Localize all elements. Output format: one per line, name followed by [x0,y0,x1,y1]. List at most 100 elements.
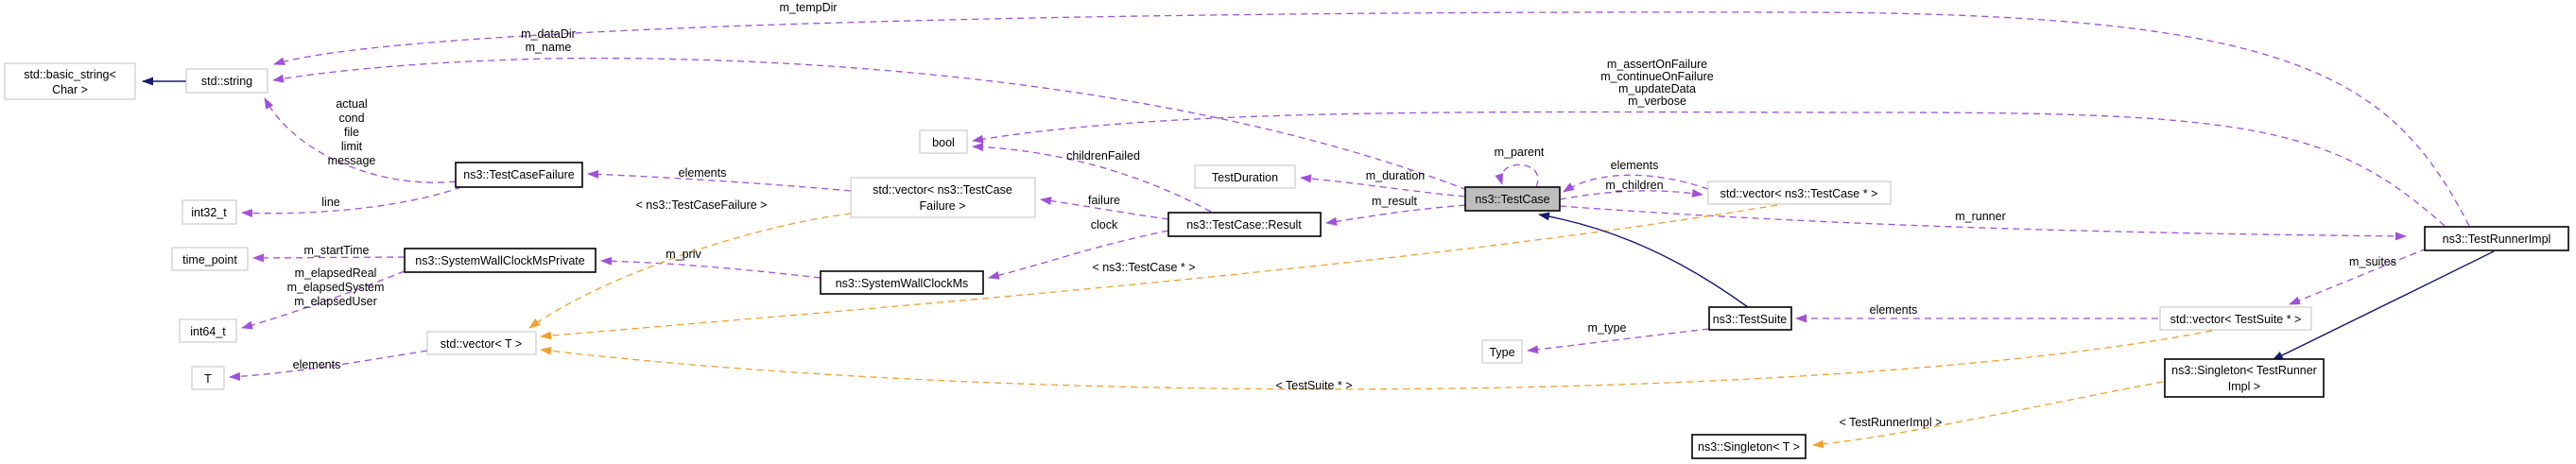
node-label: std::basic_string< [24,68,116,81]
node-int32-t[interactable]: int32_t [182,199,237,225]
edge-elapsed-to-int64 [241,270,406,330]
node-label: std::vector< TestSuite * > [2170,313,2302,326]
node-ns3-singleton-t[interactable]: ns3::Singleton< T > [1691,434,1807,459]
node-label: ns3::SystemWallClockMs [836,277,969,290]
node-label: ns3::TestCaseFailure [463,168,574,181]
edge-label-failure-field: file [344,126,359,139]
node-label: Char > [52,83,88,96]
edge-label-template-arg: < ns3::TestCase * > [1092,261,1195,274]
node-label: std::vector< ns3::TestCase [873,183,1012,197]
edge-label-runner-flag: m_continueOnFailure [1600,70,1714,83]
edge-template-singleton [1812,381,2164,449]
edge-label-suites: m_suites [2349,255,2396,268]
edge-label-line: line [321,196,340,209]
edge-template-vector-tc-ptr [540,204,1778,340]
edge-label-failure-field: cond [338,112,364,125]
edge-label-elements: elements [293,358,341,371]
node-int64-t[interactable]: int64_t [179,318,237,343]
node-std-vector-t[interactable]: std::vector< T > [426,331,537,355]
edge-label-mpriv: m_priv [666,248,701,261]
edge-clock-to-swcms [988,230,1169,280]
edge-label-failure-field: actual [336,97,367,111]
edge-label-datadir: m_dataDir [521,27,576,41]
node-label: Type [1489,346,1514,359]
node-label: T [204,372,212,386]
node-testduration[interactable]: TestDuration [1194,164,1296,189]
node-t[interactable]: T [191,366,225,390]
edge-label-elapsed: m_elapsedSystem [287,281,385,294]
edge-label-duration: m_duration [1366,169,1426,182]
node-std-string[interactable]: std::string [185,68,268,94]
edge-parent-selfloop [1495,163,1539,188]
edge-elements-to-testcase [1563,174,1709,193]
edge-label-elements: elements [1611,159,1659,172]
node-ns3-testrunnerimpl[interactable]: ns3::TestRunnerImpl [2424,226,2569,251]
edge-label-runner-flag: m_updateData [1618,82,1696,95]
edge-label-type: m_type [1588,321,1627,335]
node-ns3-singleton-testrunnerimpl[interactable]: ns3::Singleton< TestRunner Impl > [2164,358,2325,398]
edge-datadir-to-string [272,57,1468,191]
node-label: Impl > [2228,380,2260,393]
edge-label-runner: m_runner [1955,210,2006,223]
edge-label-elements: elements [679,166,727,180]
edge-label-tempdir: m_tempDir [779,1,837,14]
edges [142,11,2495,449]
node-label: bool [932,136,955,149]
edge-starttime-to-timepoint [252,253,406,263]
edge-suites [2289,248,2428,305]
node-label: ns3::Singleton< T > [1698,440,1800,454]
edge-label-childrenfailed: childrenFailed [1066,149,1140,163]
node-std-vector-testsuite-ptr[interactable]: std::vector< TestSuite * > [2159,306,2312,331]
edge-label-children: m_children [1605,179,1663,192]
node-ns3-testcase[interactable]: ns3::TestCase [1464,186,1561,212]
edge-label-result: m_result [1372,195,1417,208]
edge-failure-fields-to-string [264,97,457,183]
node-label: Failure > [920,199,966,213]
edge-label-failure-field: message [328,154,376,167]
edge-label-template-arg: < ns3::TestCaseFailure > [636,198,768,212]
edge-label-starttime: m_startTime [304,244,370,257]
node-std-vector-testcase-ptr[interactable]: std::vector< ns3::TestCase * > [1707,180,1892,205]
edge-tempdir-to-string [273,11,2470,227]
edge-duration [1300,174,1466,198]
node-label: ns3::TestRunnerImpl [2443,232,2551,246]
edge-inherit-testrunnerimpl [2272,250,2495,361]
node-label: ns3::TestSuite [1713,313,1788,326]
node-ns3-systemwallclockmsprivate[interactable]: ns3::SystemWallClockMsPrivate [404,248,596,273]
edge-inherit-testsuite [1538,212,1749,308]
node-label: ns3::SystemWallClockMsPrivate [415,254,584,267]
edge-label-runner-flag: m_assertOnFailure [1607,58,1707,71]
edge-flags-to-bool [972,111,2446,227]
edge-type [1527,328,1710,354]
node-label: std::vector< T > [441,337,522,351]
edge-result [1325,204,1466,226]
edge-line-to-int32 [241,186,462,218]
edge-childrenfailed-to-bool [972,142,1212,213]
node-label: ns3::TestCase::Result [1186,218,1302,232]
edge-template-vector-ts-ptr [540,330,2213,390]
edge-label-failure: failure [1088,194,1120,207]
edge-mpriv-to-private [600,256,821,279]
node-ns3-testsuite[interactable]: ns3::TestSuite [1708,306,1792,331]
node-time-point[interactable]: time_point [171,247,249,271]
node-std-vector-testcasefailure[interactable]: std::vector< ns3::TestCase Failure > [850,177,1036,218]
node-std-basic-string[interactable]: std::basic_string< Char > [4,62,136,100]
node-label: std::string [201,75,252,88]
edge-label-datadir: m_name [526,41,572,54]
edge-label-parent: m_parent [1495,146,1545,159]
node-type[interactable]: Type [1481,339,1523,364]
edge-label-elapsed: m_elapsedUser [294,295,377,308]
node-label: int64_t [190,325,226,338]
node-ns3-testcasefailure[interactable]: ns3::TestCaseFailure [455,162,583,188]
node-label: ns3::Singleton< TestRunner [2171,364,2317,377]
node-ns3-testcase-result[interactable]: ns3::TestCase::Result [1167,212,1322,237]
node-label: TestDuration [1212,171,1278,184]
node-label: time_point [182,253,237,266]
node-label: std::vector< ns3::TestCase * > [1720,187,1878,200]
node-bool[interactable]: bool [919,129,968,154]
edge-label-template-arg: < TestRunnerImpl > [1840,416,1943,429]
node-label: int32_t [191,206,227,219]
edge-runner [1559,205,2407,241]
node-ns3-systemwallclockms[interactable]: ns3::SystemWallClockMs [820,270,984,295]
